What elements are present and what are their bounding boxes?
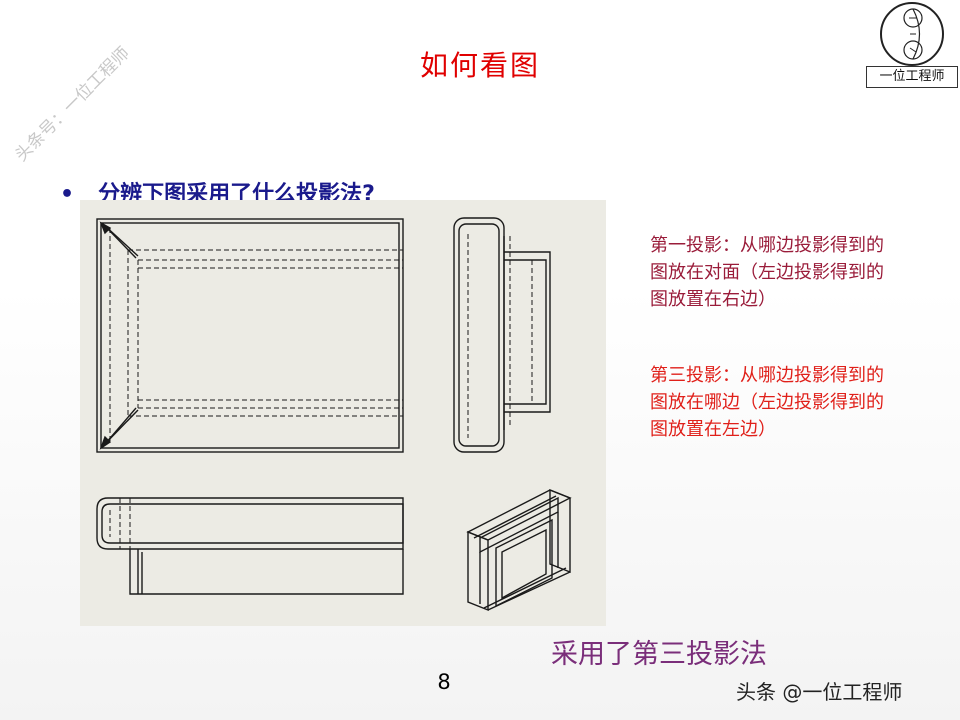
- top-view-drawing: [96, 497, 404, 595]
- page-number: 8: [437, 670, 451, 694]
- slide-title: 如何看图: [419, 49, 540, 82]
- diagonal-watermark: 头条号：一位工程师: [11, 43, 134, 166]
- logo-emblem-icon: [880, 2, 944, 66]
- question-text: • 分辨下图采用了什么投影法?: [60, 176, 375, 202]
- footer-watermark: 头条 @一位工程师: [736, 680, 903, 704]
- front-view-drawing: [96, 218, 404, 453]
- third-angle-note: 第三投影：从哪边投影得到的图放在哪边（左边投影得到的图放置在左边）: [650, 365, 884, 440]
- logo: 一位工程师: [866, 0, 958, 88]
- bullet: •: [60, 182, 75, 202]
- isometric-view-drawing: [466, 488, 572, 612]
- question-label: 分辨下图采用了什么投影法?: [98, 182, 375, 202]
- first-angle-note: 第一投影：从哪边投影得到的图放在对面（左边投影得到的图放置在右边）: [650, 235, 884, 310]
- technical-drawing-panel: [80, 200, 606, 626]
- orthographic-views-drawing: [96, 217, 572, 612]
- logo-label: 一位工程师: [866, 66, 958, 88]
- side-view-drawing: [453, 217, 551, 453]
- answer-text: 采用了第三投影法: [551, 639, 767, 670]
